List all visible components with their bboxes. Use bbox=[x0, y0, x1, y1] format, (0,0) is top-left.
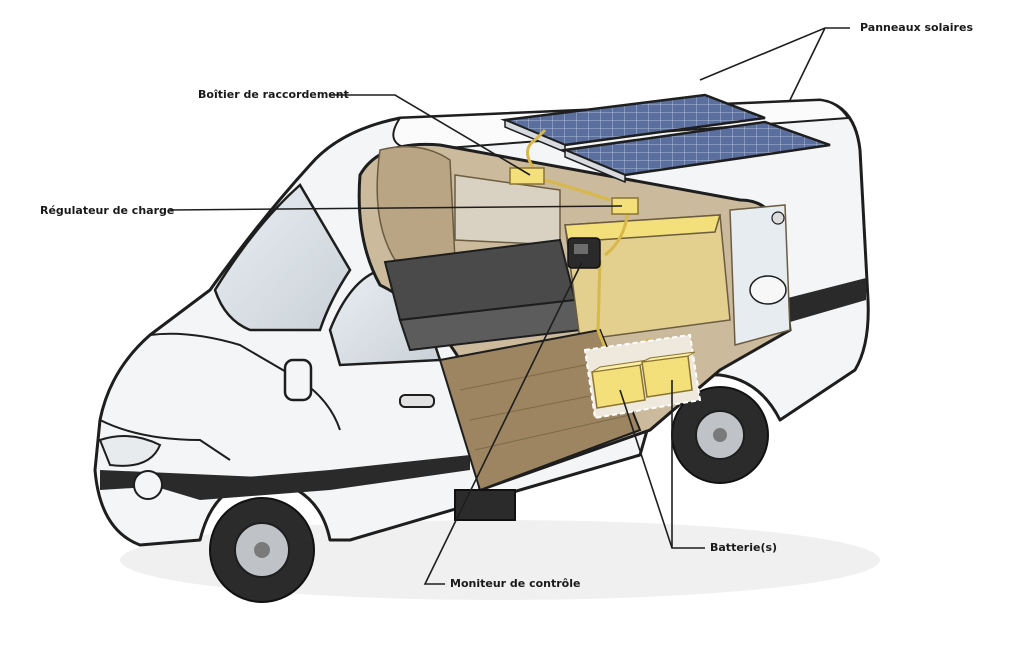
side-mirror bbox=[283, 358, 313, 402]
leader-junction-box bbox=[330, 94, 531, 176]
washbasin bbox=[749, 275, 787, 305]
leader-solar-panels-2 bbox=[789, 27, 826, 101]
control-monitor bbox=[567, 237, 601, 269]
label-charge-regulator: Régulateur de charge bbox=[40, 204, 175, 217]
solar-panels bbox=[500, 93, 831, 184]
badge-logo bbox=[133, 470, 163, 500]
junction-box bbox=[509, 167, 545, 185]
front-wheel bbox=[209, 497, 315, 603]
battery-2 bbox=[641, 351, 696, 398]
battery-1 bbox=[591, 359, 649, 409]
label-control-monitor: Moniteur de contrôle bbox=[450, 577, 581, 590]
windscreen bbox=[213, 183, 352, 332]
headlight bbox=[98, 435, 162, 467]
rear-wheel bbox=[671, 386, 769, 484]
label-junction-box: Boîtier de raccordement bbox=[198, 88, 349, 101]
leader-charge-regulator bbox=[169, 205, 623, 211]
step-sill bbox=[454, 489, 516, 521]
leader-control-monitor bbox=[423, 261, 583, 585]
shower-head bbox=[771, 211, 785, 225]
label-solar-panels: Panneaux solaires bbox=[860, 21, 973, 34]
door-handle bbox=[399, 394, 435, 408]
leader-lines bbox=[169, 27, 850, 585]
interior-cutaway bbox=[357, 142, 792, 493]
label-batteries: Batterie(s) bbox=[710, 541, 778, 554]
leader-solar-panels bbox=[699, 27, 850, 81]
